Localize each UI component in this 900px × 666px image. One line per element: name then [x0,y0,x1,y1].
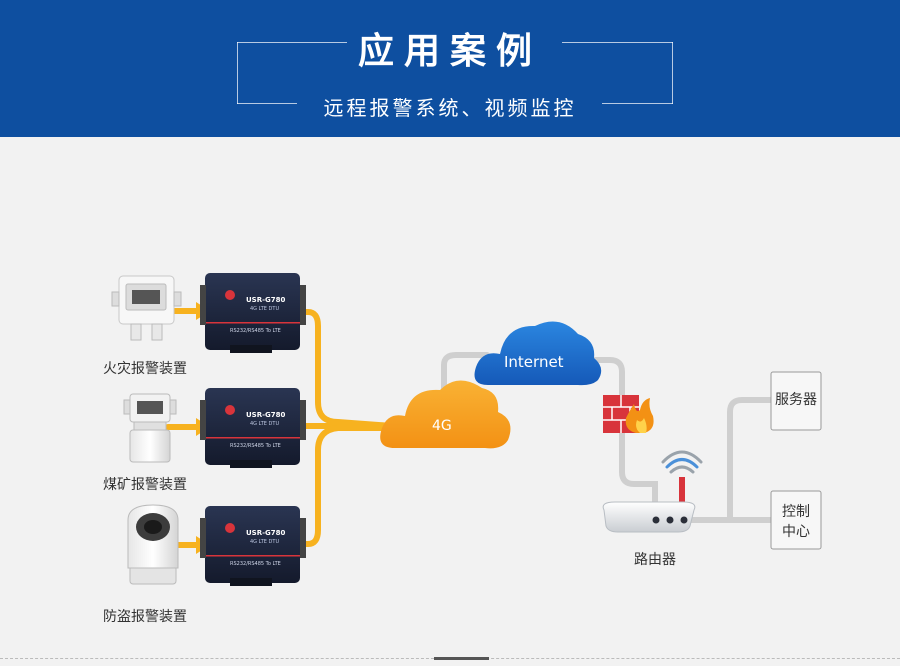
control-label-2: 中心 [782,524,810,540]
dtu-port-3: RS232/RS485 To LTE [230,561,281,567]
dtu-model-3: USR-G780 [246,529,286,537]
dtu-subtitle-1: 4G LTE DTU [250,306,279,312]
diagram-svg: USR-G780 4G LTE DTU RS232/RS485 To LTE U… [111,273,822,586]
header-banner: 应用案例 远程报警系统、视频监控 [0,0,900,137]
page-title: 应用案例 [357,31,542,72]
firewall-icon [603,395,654,433]
gray-cables [441,352,798,523]
frame-top-left [237,42,347,43]
dtu-unit-1: USR-G780 4G LTE DTU RS232/RS485 To LTE [200,273,306,353]
dtu-subtitle-2: 4G LTE DTU [250,421,279,427]
cloud-4g-label: 4G [432,418,452,434]
cloud-4g-icon: 4G [380,380,511,449]
fire-alarm-device-icon [111,275,182,341]
control-center-box [770,490,822,550]
network-diagram: USR-G780 4G LTE DTU RS232/RS485 To LTE U… [0,137,900,666]
server-box [770,371,822,431]
frame-top-right [562,42,673,43]
device-label-fire: 火灾报警装置 [103,361,187,377]
bottom-divider-mark [434,657,489,660]
control-label-1: 控制 [782,504,810,520]
router-label: 路由器 [634,552,676,568]
dtu-unit-3: USR-G780 4G LTE DTU RS232/RS485 To LTE [200,506,306,586]
dtu-unit-2: USR-G780 4G LTE DTU RS232/RS485 To LTE [200,388,306,468]
router-antenna [679,477,685,503]
device-label-security: 防盗报警装置 [103,609,187,625]
page-subtitle: 远程报警系统、视频监控 [323,96,577,120]
cloud-internet-icon: Internet [474,321,602,386]
frame-bottom-right [602,103,673,104]
mine-alarm-device-icon [123,393,177,463]
device-label-mine: 煤矿报警装置 [103,477,187,493]
frame-right [672,42,673,104]
dtu-model-2: USR-G780 [246,411,286,419]
frame-left [237,42,238,104]
security-camera-icon [127,504,179,585]
wifi-icon [661,450,703,474]
frame-bottom-left [237,103,297,104]
dtu-port-2: RS232/RS485 To LTE [230,443,281,449]
dtu-port-1: RS232/RS485 To LTE [230,328,281,334]
cloud-internet-label: Internet [504,353,564,371]
server-label: 服务器 [775,392,817,408]
dtu-model-1: USR-G780 [246,296,286,304]
router-icon [602,501,696,533]
dtu-subtitle-3: 4G LTE DTU [250,539,279,545]
